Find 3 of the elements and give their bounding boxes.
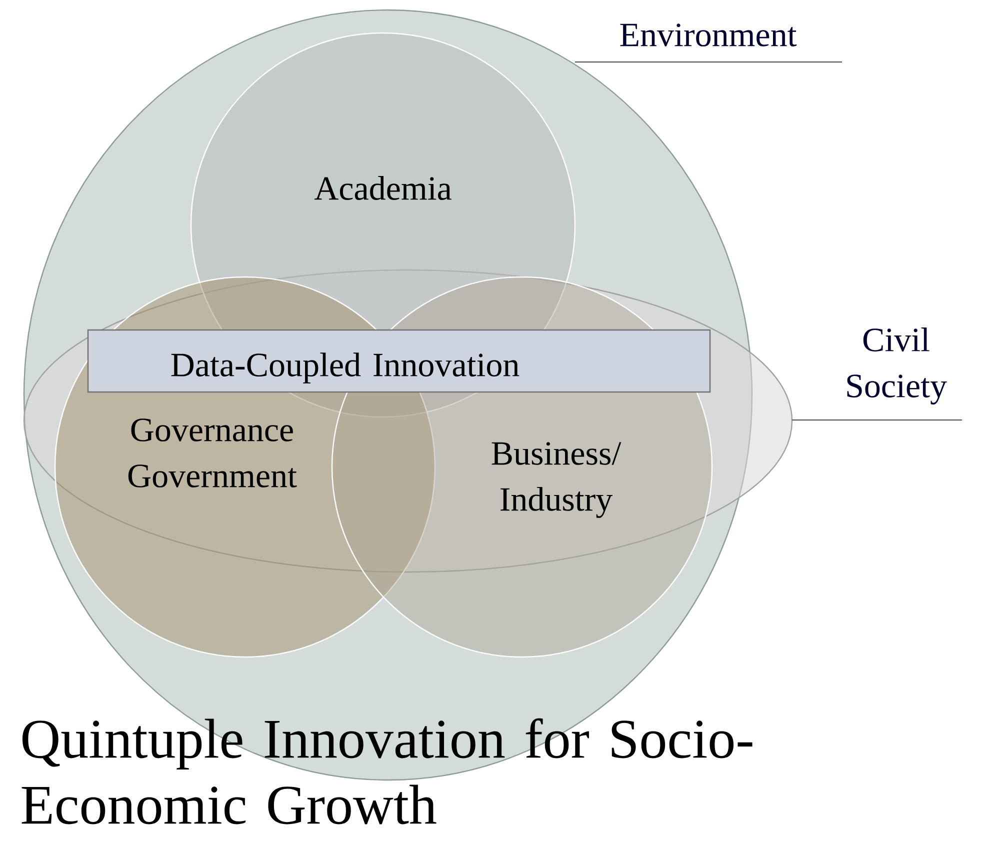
title: Quintuple Innovation for Socio-Economic Growth [22,718,752,824]
node-label: Civil Society [847,328,947,404]
label-box-node: Data-Coupled Innovation [87,329,711,393]
